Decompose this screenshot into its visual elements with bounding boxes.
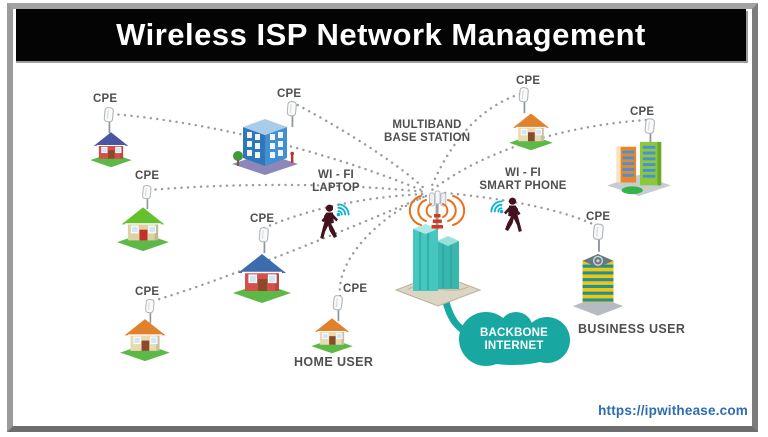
cpe-label: CPE <box>586 211 611 223</box>
red-house-center-icon <box>232 253 292 304</box>
page-title: Wireless ISP Network Management <box>116 17 646 52</box>
label-line: SMART PHONE <box>479 180 567 192</box>
wifi-smartphone-label: WI - FI SMART PHONE <box>479 167 567 193</box>
green-house-icon <box>116 206 170 252</box>
cpe-label: CPE <box>93 93 118 105</box>
link-orange-house <box>151 194 428 303</box>
link-orange-house-right <box>428 92 522 192</box>
radio-waves-icon <box>408 195 466 226</box>
cpe-antenna-icon <box>258 226 270 255</box>
link-blue-building <box>290 100 428 192</box>
label-line: WI - FI <box>505 167 541 179</box>
orange-house-right-icon <box>508 112 554 151</box>
apartment-towers-icon <box>607 141 671 196</box>
link-business-tower <box>432 190 599 228</box>
wifi-smartphone-person-icon <box>504 197 522 232</box>
cpe-antenna-icon <box>643 117 656 146</box>
cpe-label: CPE <box>630 106 655 118</box>
multiband-base-station-icon <box>394 190 482 307</box>
cpe-label: CPE <box>277 88 302 100</box>
link-green-house <box>147 183 427 194</box>
link-red-house-center <box>262 192 427 230</box>
red-house-icon <box>89 131 133 168</box>
blue-building-icon <box>232 119 298 175</box>
backbone-internet-label: BACKBONE INTERNET <box>464 327 564 353</box>
cpe-antenna-icon <box>144 298 156 325</box>
antenna-panels <box>429 190 447 207</box>
antenna-beacon <box>431 214 443 229</box>
home-user-label: HOME USER <box>294 355 374 369</box>
wifi-signal-icon <box>490 200 505 215</box>
cpe-antenna-icon <box>141 184 153 211</box>
cpe-antenna-icon <box>332 294 344 323</box>
label-line: LAPTOP <box>312 182 360 194</box>
home-user-house-icon <box>310 317 354 354</box>
title-banner: Wireless ISP Network Management <box>16 9 746 61</box>
cpe-label: CPE <box>135 286 160 298</box>
watermark-link[interactable]: https://ipwithease.com <box>598 403 748 418</box>
backbone-cloud-icon <box>459 312 570 366</box>
label-line: MULTIBAND <box>392 119 462 131</box>
cpe-label: CPE <box>135 170 160 182</box>
cpe-label: CPE <box>250 213 275 225</box>
multiband-base-station-label: MULTIBAND BASE STATION <box>384 119 470 145</box>
cpe-label: CPE <box>516 75 541 87</box>
cpe-antenna-icon <box>103 106 115 135</box>
link-red-house <box>110 112 428 194</box>
cpe-antenna-icon <box>592 222 605 253</box>
wifi-laptop-label: WI - FI LAPTOP <box>303 169 369 195</box>
cpe-antenna-icon <box>518 86 530 115</box>
cpe-antenna-icon <box>286 100 298 129</box>
business-user-label: BUSINESS USER <box>578 322 686 336</box>
label-line: BASE STATION <box>384 132 471 144</box>
cpe-label: CPE <box>343 283 368 295</box>
wireless-links <box>110 92 648 303</box>
orange-house-icon <box>119 318 171 362</box>
label-line: WI - FI <box>318 169 354 181</box>
label-line: INTERNET <box>484 340 544 352</box>
business-tower-icon <box>572 253 624 317</box>
label-line: BACKBONE <box>479 327 549 339</box>
wifi-laptop-person-icon <box>320 204 338 239</box>
wifi-signal-icon <box>335 203 350 218</box>
